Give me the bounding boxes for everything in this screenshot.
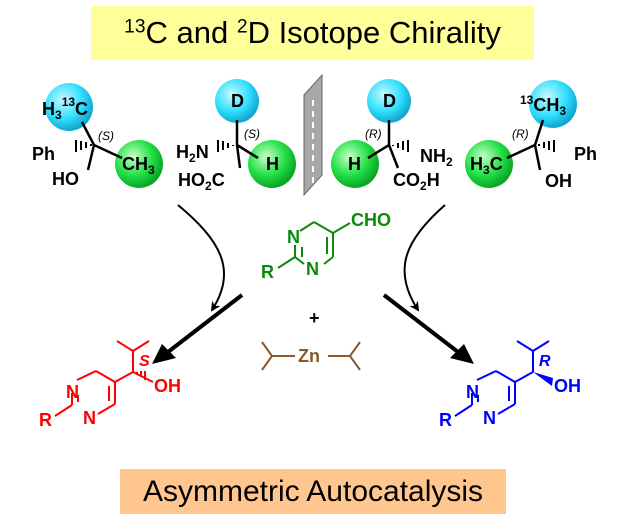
- green-sphere: [331, 140, 379, 188]
- product-s-n1: N: [66, 382, 79, 402]
- arrow-to-s-product: [166, 293, 244, 354]
- pyrimidine-aldehyde: [277, 221, 351, 269]
- cyan-sphere: [45, 83, 93, 131]
- product-s-stereo: S: [139, 353, 150, 370]
- label-ho: HO: [52, 169, 79, 189]
- label-ph: Ph: [32, 144, 55, 164]
- label-nh2: NH2: [420, 146, 453, 169]
- title-banner: 13C and 2D Isotope Chirality: [91, 6, 534, 60]
- product-r-stereo: R: [539, 353, 551, 370]
- mirror-plane: [303, 73, 323, 197]
- label-oh: OH: [545, 171, 572, 191]
- product-r-n1: N: [466, 382, 479, 402]
- footer-banner: Asymmetric Autocatalysis: [120, 469, 506, 514]
- cyan-sphere: [529, 80, 577, 128]
- product-r-r: R: [439, 410, 452, 430]
- label-ch3: CH3: [122, 154, 155, 177]
- product-s-n2: N: [83, 408, 96, 428]
- green-sphere: [115, 140, 163, 188]
- zinc-label: Zn: [298, 346, 320, 366]
- product-r-n2: N: [483, 408, 496, 428]
- molecule-r-alcohol: 13CH3 (R) Ph H3C OH: [465, 80, 597, 191]
- label-ph: Ph: [574, 144, 597, 164]
- product-s-oh: OH: [154, 376, 181, 396]
- curved-arrow-right: [403, 204, 446, 312]
- label-h2n: H2N: [176, 142, 209, 165]
- label-h: H: [348, 154, 361, 174]
- product-s-alkanol: [54, 340, 154, 417]
- stereo-label: (R): [512, 127, 529, 141]
- product-s-r: R: [39, 410, 52, 430]
- arrow-to-r-product: [382, 293, 460, 354]
- stereo-label: (S): [98, 129, 114, 143]
- footer-text: Asymmetric Autocatalysis: [142, 474, 484, 508]
- aldehyde-n1: N: [287, 227, 300, 247]
- green-sphere: [248, 140, 296, 188]
- product-r-alkanol: [454, 340, 550, 417]
- molecule-s-alcohol: H313C (S) Ph CH3 HO: [32, 83, 163, 189]
- molecule-s-amino-acid: D (S) H2N H HO2C: [176, 79, 296, 193]
- label-h3c: H3C: [470, 154, 503, 177]
- stereo-label: (S): [244, 127, 260, 141]
- label-co2h: CO2H: [393, 170, 440, 193]
- label-h: H: [266, 154, 279, 174]
- plus-sign: +: [309, 308, 320, 328]
- cyan-sphere: [215, 79, 259, 123]
- aldehyde-cho: CHO: [351, 210, 391, 230]
- wedge-bond: [533, 372, 553, 386]
- diisopropylzinc: [261, 341, 361, 371]
- label-h3-13c: H313C: [42, 95, 88, 122]
- product-r-oh: OH: [554, 376, 581, 396]
- label-d: D: [231, 91, 244, 111]
- molecule-r-amino-acid: D (R) H NH2 CO2H: [331, 79, 453, 193]
- cyan-sphere: [367, 79, 411, 123]
- title-text: 13C and 2D Isotope Chirality: [124, 15, 501, 50]
- aldehyde-r: R: [261, 262, 274, 282]
- label-13ch3: 13CH3: [520, 93, 566, 118]
- aldehyde-n2: N: [306, 259, 319, 279]
- curved-arrow-left: [177, 204, 226, 312]
- stereo-label: (R): [365, 127, 382, 141]
- label-d: D: [383, 91, 396, 111]
- label-ho2c: HO2C: [178, 170, 225, 193]
- green-sphere: [465, 140, 513, 188]
